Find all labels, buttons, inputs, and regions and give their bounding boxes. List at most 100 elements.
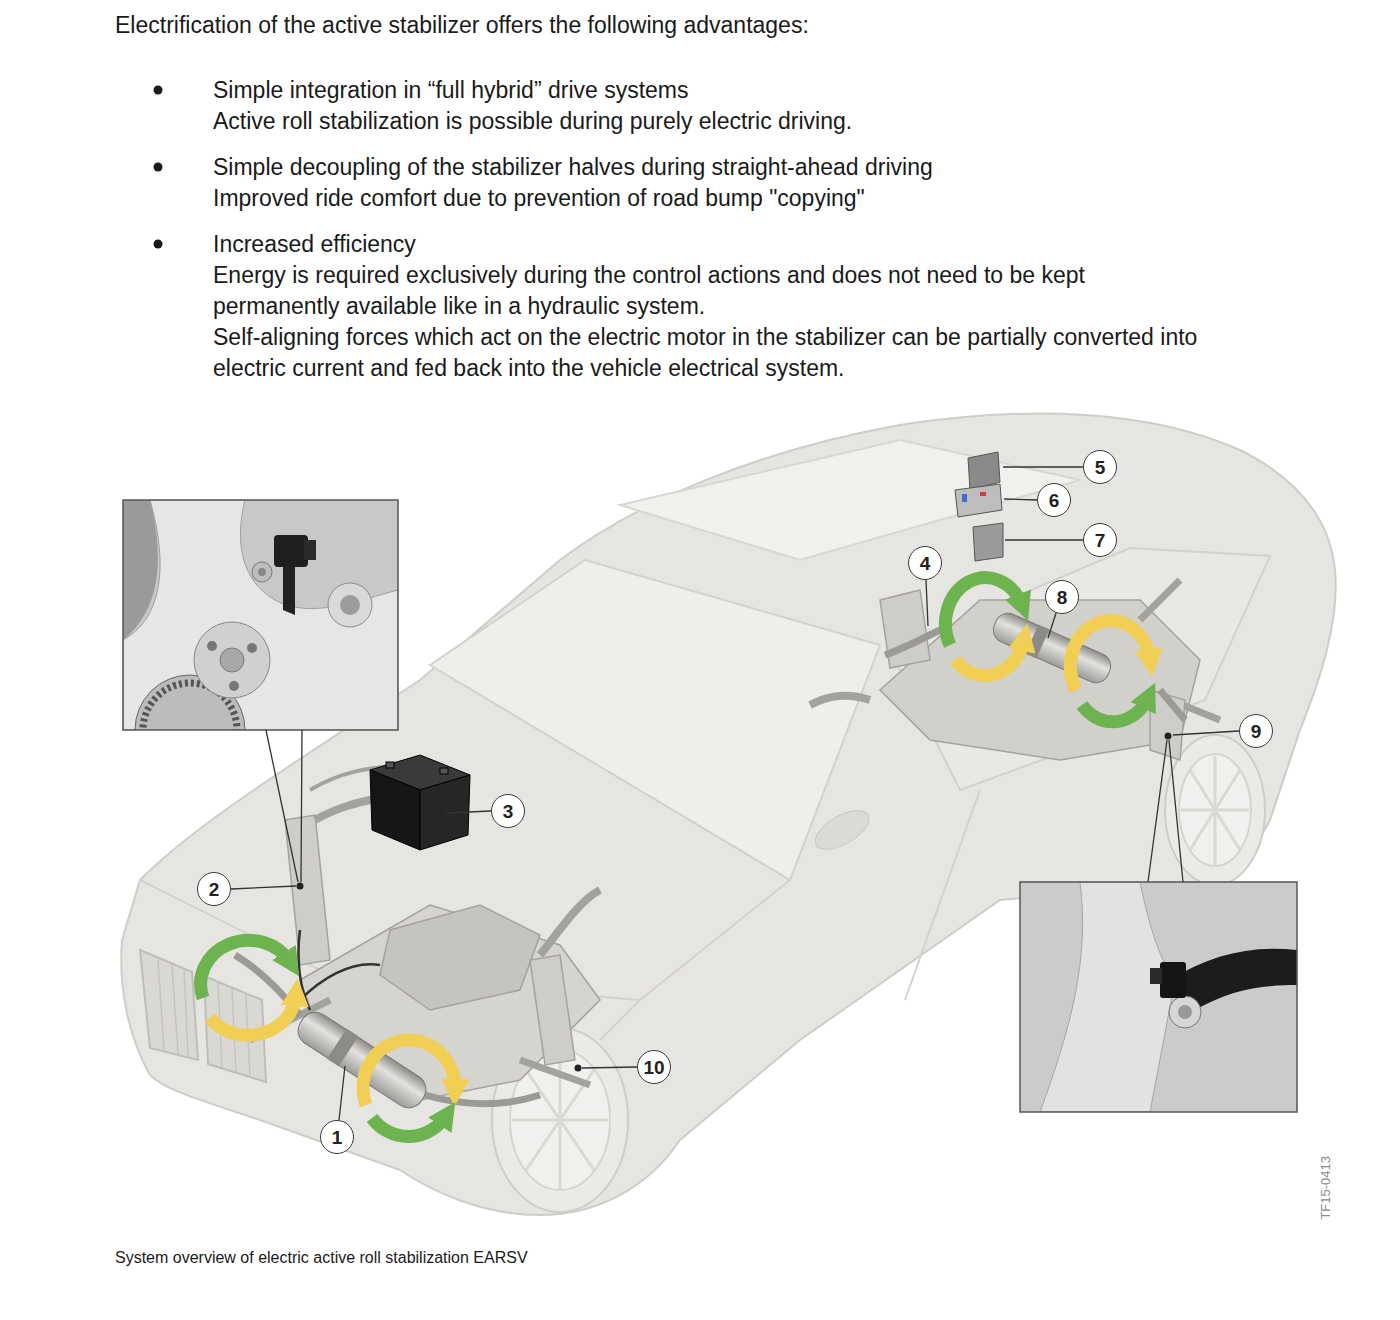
front-axle (380, 905, 540, 1010)
rotation-arrow (1070, 621, 1150, 690)
rotation-arrow (210, 995, 296, 1035)
rotation-arrow (945, 578, 1022, 645)
rear-axle (810, 580, 1220, 760)
body-text: Simple integration in “full hybrid” driv… (213, 75, 1263, 106)
cable (300, 964, 380, 1000)
rear-axle (1160, 690, 1185, 720)
front-axle (285, 815, 330, 965)
leader-line (1004, 499, 1037, 500)
leader-line (446, 811, 491, 813)
sensor-inset (274, 535, 308, 567)
leader-line (582, 1067, 637, 1068)
sensor-inset (1040, 882, 1175, 1112)
callout-number: 1 (320, 1120, 354, 1154)
leader-line (926, 580, 928, 626)
rotation-arrow (1082, 698, 1148, 722)
front-axle (530, 955, 575, 1065)
front-axle (540, 890, 600, 955)
rotation-arrow (201, 940, 290, 998)
callout-number: 7 (1083, 523, 1117, 557)
callout-text: 6 (1049, 491, 1060, 510)
body-text: Energy is required exclusively during th… (213, 260, 1213, 322)
car-body (620, 440, 1080, 560)
control-unit (962, 494, 967, 502)
control-unit (973, 523, 1003, 561)
cable (298, 930, 380, 1010)
car-body (905, 790, 980, 1000)
callout-text: 8 (1057, 588, 1068, 607)
rear-axle (1140, 580, 1180, 620)
bullet-dot (154, 86, 163, 249)
sensor-inset (1020, 882, 1297, 1112)
sensor-point (1165, 733, 1172, 740)
leader-line (231, 467, 1239, 1120)
callout-text: 1 (332, 1128, 343, 1147)
callout-number: 5 (1083, 450, 1117, 484)
car-body (1181, 756, 1249, 866)
front-axle (520, 1060, 590, 1085)
callout-text: 3 (503, 802, 514, 821)
leader-line (231, 886, 296, 889)
battery (370, 755, 470, 850)
leader-line (1169, 740, 1183, 882)
callout-text: 9 (1251, 722, 1262, 741)
sensor-inset (220, 648, 244, 672)
leader-line (266, 730, 298, 882)
rear-axle (885, 630, 940, 655)
bullet-dot (154, 86, 163, 95)
callout-text: 7 (1095, 531, 1106, 550)
leader-line (339, 1066, 345, 1120)
body-text: Active roll stabilization is possible du… (213, 106, 1263, 137)
sensor-inset (283, 567, 295, 615)
leader-line (301, 730, 302, 882)
bullet-dot (154, 163, 163, 172)
stabilizer-actuator (327, 1029, 358, 1067)
sensor-point (297, 883, 304, 890)
callout-number: 10 (637, 1050, 671, 1084)
control-unit (955, 484, 1002, 517)
inset-frame (1020, 882, 1297, 1112)
battery (386, 762, 394, 768)
bullet-dot (154, 240, 163, 249)
rotation-arrow (372, 1116, 446, 1137)
control-unit (955, 452, 1003, 561)
body-text: Increased efficiency (213, 229, 1263, 260)
sensor-inset (123, 500, 158, 640)
sensor-inset (1169, 996, 1201, 1028)
sensor-inset (207, 641, 217, 651)
front-axle (235, 760, 600, 1104)
control-unit (980, 492, 986, 496)
body-text: Electrification of the active stabilizer… (115, 10, 1365, 41)
callout-text: 4 (920, 554, 931, 573)
callout-number: 6 (1037, 483, 1071, 517)
leader-line (1148, 740, 1167, 882)
sensor-inset (252, 562, 272, 582)
sensor-inset (328, 583, 372, 627)
car-body (809, 803, 875, 857)
callout-number: 4 (908, 546, 942, 580)
sensor-point (575, 1065, 582, 1072)
sensor-inset (340, 595, 360, 615)
leader-line (1005, 539, 1083, 540)
leader-line (1048, 613, 1056, 638)
callout-number: 2 (197, 872, 231, 906)
car-body (1179, 754, 1251, 866)
leader-line (1173, 731, 1239, 735)
body-text: Improved ride comfort due to prevention … (213, 183, 1263, 214)
inset-frame (123, 500, 398, 730)
car-body (121, 414, 1336, 1215)
sensor-inset (247, 643, 257, 653)
sensor-inset (258, 568, 266, 576)
callout-text: 5 (1095, 458, 1106, 477)
battery (440, 768, 448, 774)
callout-number: 9 (1239, 714, 1273, 748)
body-text: Self-aligning forces which act on the el… (213, 322, 1213, 384)
car-body (430, 560, 880, 880)
callout-number: 8 (1045, 580, 1079, 614)
rear-axle (1150, 690, 1185, 760)
rotation-arrow (363, 1040, 455, 1105)
car-body (600, 880, 790, 1040)
sensor-inset (1020, 882, 1297, 1112)
sensor-inset (123, 500, 398, 730)
